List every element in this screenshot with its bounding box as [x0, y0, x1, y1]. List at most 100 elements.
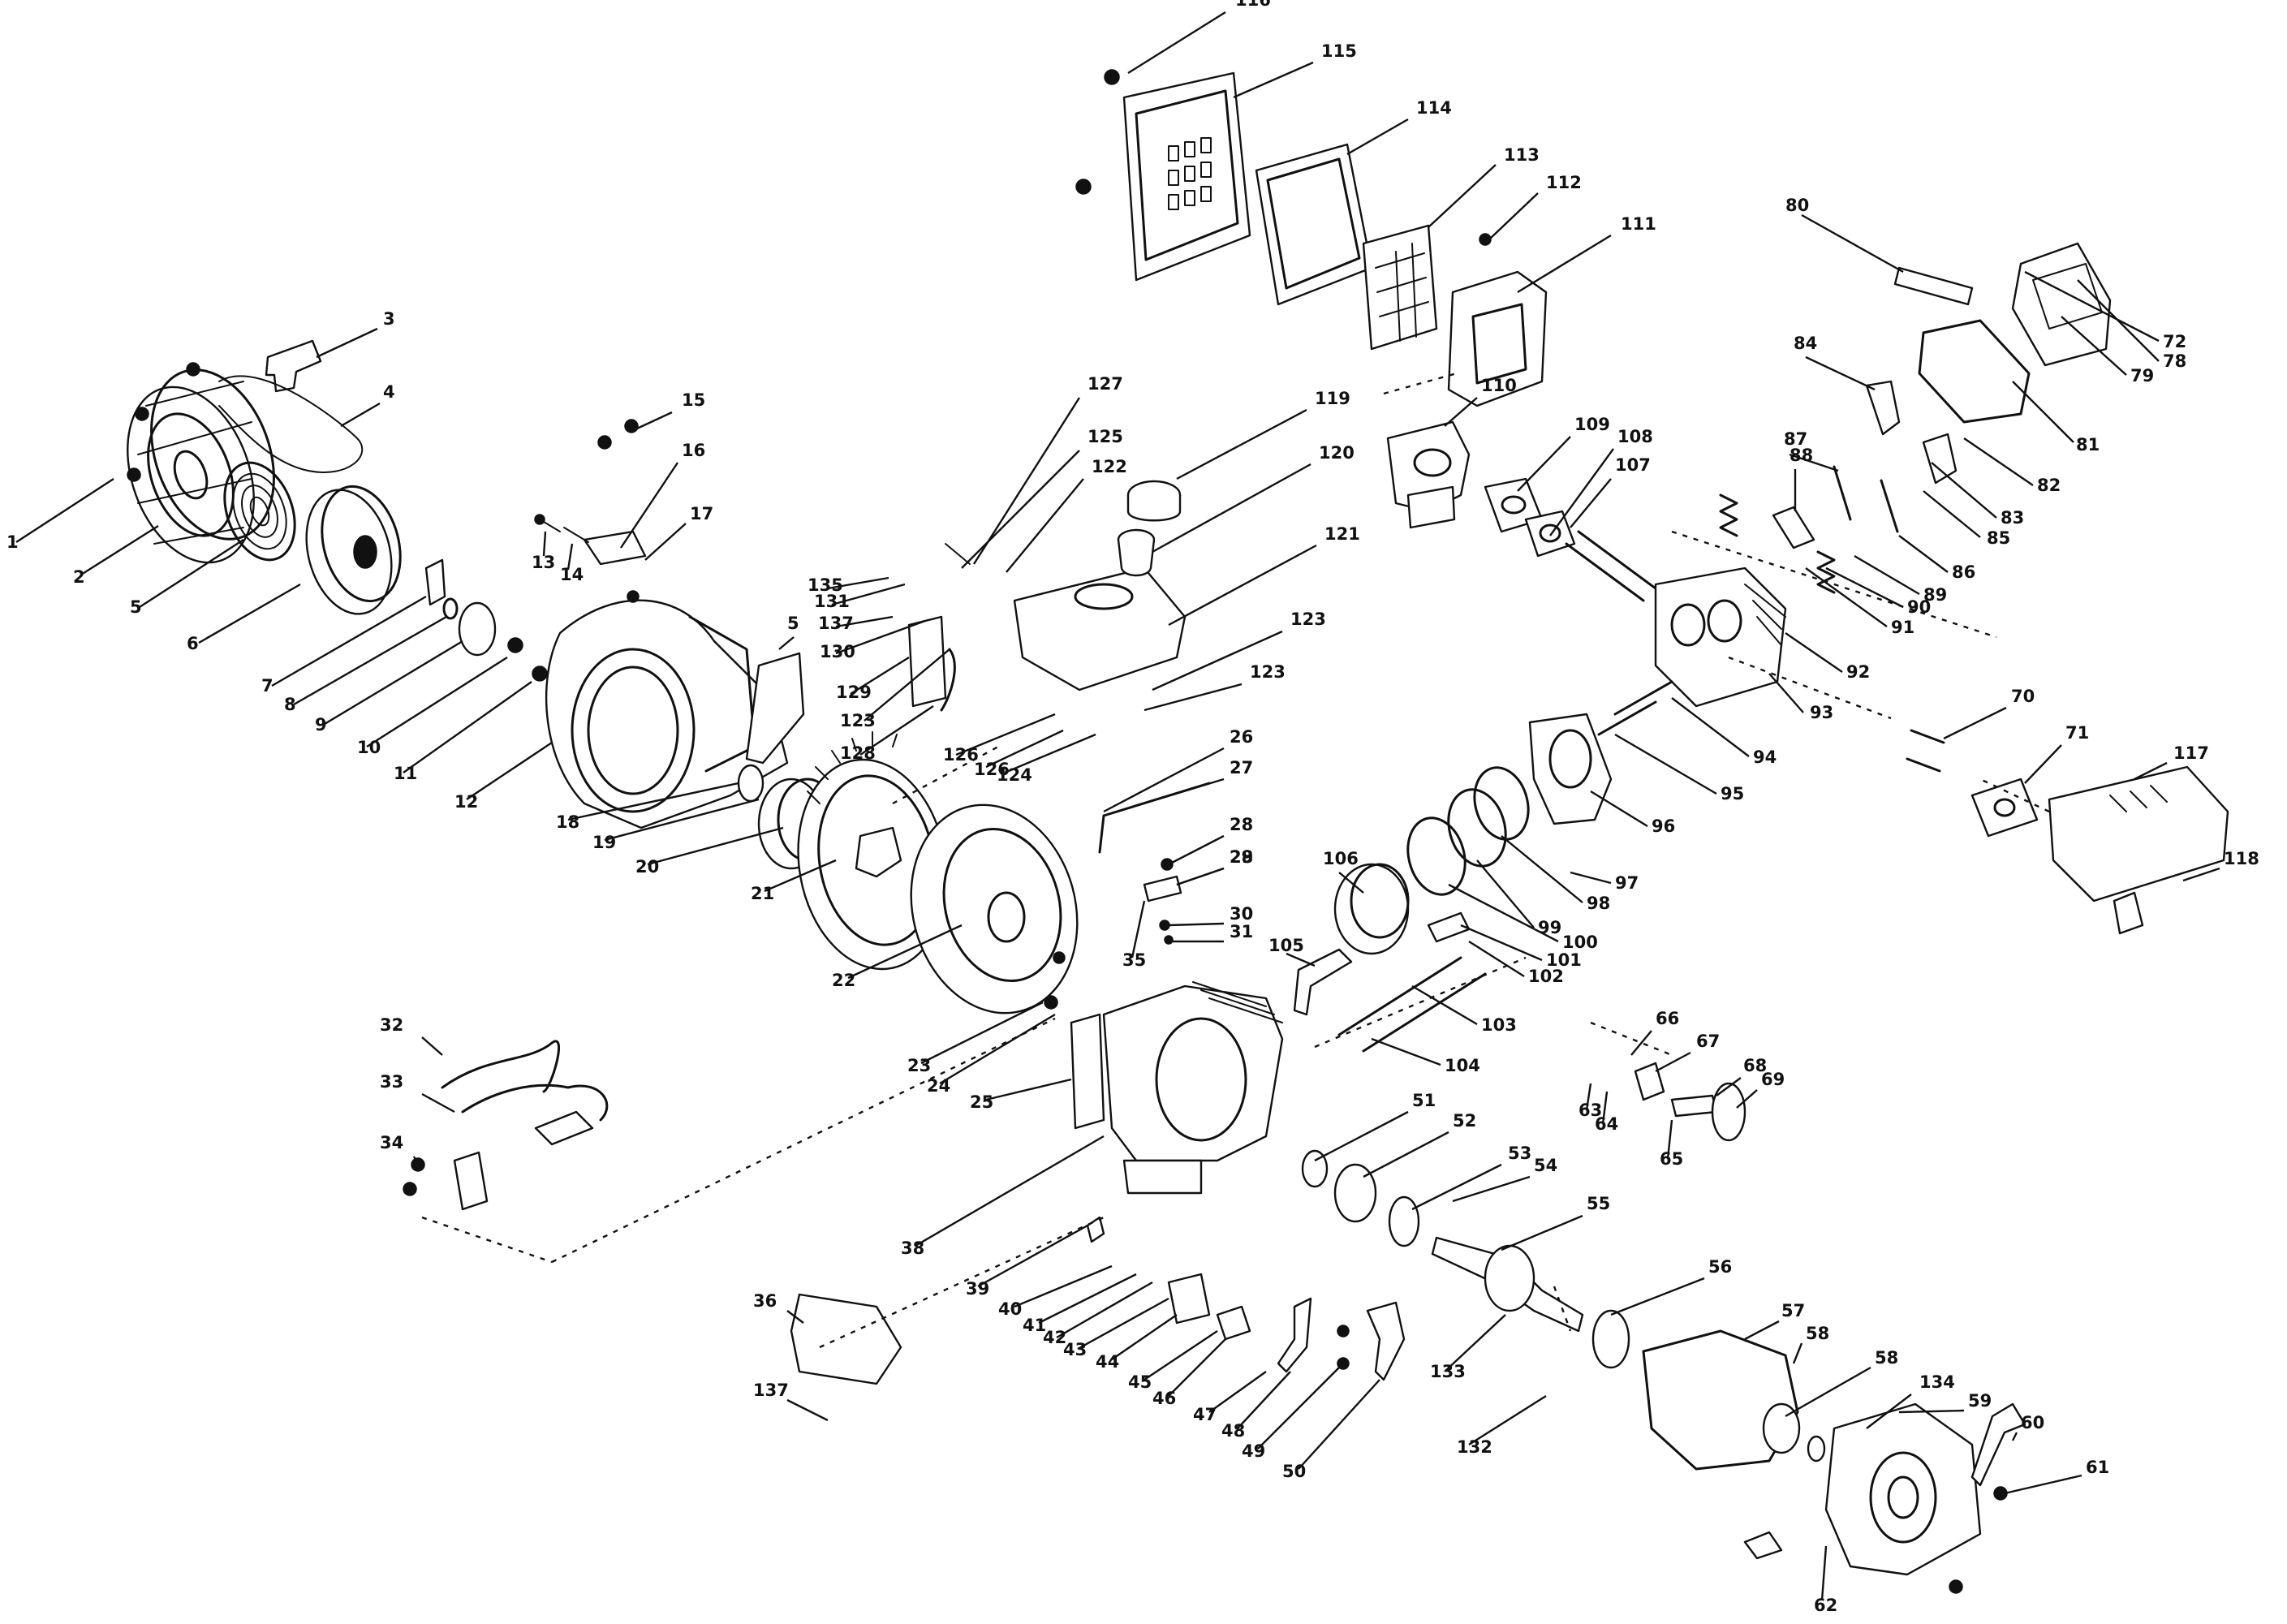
callout-number: 128 [840, 743, 876, 763]
piston-drawing [1333, 863, 1410, 955]
callout-leader-line [1411, 1163, 1502, 1211]
callout-number: 44 [1096, 1352, 1119, 1372]
callout-61: 61 [2004, 1458, 2109, 1495]
callout-28: 28 [1168, 815, 1253, 866]
callout-leader-line [567, 782, 739, 821]
callout-labels: 1234567891011121314151617181920212223242… [6, 0, 2259, 1615]
callout-leader-line [1298, 1379, 1380, 1470]
callout-number: 52 [1453, 1111, 1476, 1131]
callout-36: 36 [753, 1291, 804, 1324]
callout-number: 62 [1814, 1596, 1837, 1615]
stud-drawing [1906, 729, 1945, 773]
callout-82: 82 [1963, 437, 2061, 495]
air-cleaner-elbow-drawing [1447, 270, 1548, 407]
callout-number: 87 [1784, 429, 1807, 449]
callout-8: 8 [284, 615, 447, 714]
callout-number: 64 [1595, 1114, 1618, 1134]
callout-120: 120 [1152, 443, 1355, 554]
callout-leader-line [1655, 1051, 1691, 1073]
callout-leader-line [1004, 733, 1096, 774]
callout-leader-line [1820, 1545, 1828, 1601]
callout-leader-line [1517, 436, 1571, 492]
callout-leader-line [1176, 408, 1307, 480]
fuel-tank-bolt-drawing [945, 543, 971, 565]
piston-ring-drawing [1473, 766, 1530, 841]
callout-leader-line [1785, 1366, 1871, 1418]
valve-drawing [1597, 680, 1673, 736]
callout-leader-line [604, 798, 760, 842]
callout-leader-line [1501, 835, 1583, 903]
callout-leader-line [2077, 279, 2160, 362]
callout-leader-line [1168, 922, 1225, 927]
callout-98: 98 [1501, 835, 1610, 913]
callout-number: 110 [1481, 376, 1517, 395]
callout-129: 129 [836, 656, 910, 702]
callout-leader-line [1111, 1314, 1178, 1360]
callout-leader-line [636, 411, 673, 430]
governor-arm-drawing [1143, 875, 1182, 902]
callout-number: 124 [997, 765, 1032, 785]
ignition-coil-drawing [461, 1083, 609, 1122]
callout-number: 131 [814, 592, 850, 611]
callout-number: 115 [1321, 41, 1357, 61]
callout-number: 78 [2163, 351, 2186, 371]
callout-number: 67 [1696, 1032, 1720, 1051]
callout-110: 110 [1444, 376, 1517, 427]
callout-103: 103 [1411, 984, 1517, 1035]
callout-46: 46 [1152, 1338, 1226, 1408]
callout-124: 124 [997, 733, 1096, 785]
piston-pin-drawing [1427, 911, 1471, 943]
callout-123: 123 [840, 648, 950, 730]
callout-leader-line [1854, 554, 1920, 596]
callout-126: 126 [974, 729, 1064, 779]
callout-56: 56 [1610, 1257, 1732, 1316]
callout-leader-line [1805, 567, 1888, 627]
callout-number: 132 [1457, 1437, 1492, 1457]
rocker-arm-drawing [1922, 433, 1958, 485]
callout-leader-line [271, 595, 427, 687]
callout-35: 35 [1122, 900, 1146, 970]
rocker-cover-drawing [2011, 242, 2112, 367]
bolt-drawing [627, 590, 640, 603]
camshaft-gear-drawing [1591, 1309, 1630, 1369]
callout-number: 93 [1810, 703, 1833, 722]
bolt-drawing [534, 514, 545, 525]
callout-leader-line [1549, 448, 1614, 536]
callout-number: 58 [1806, 1324, 1829, 1343]
callout-number: 107 [1615, 455, 1651, 475]
callout-leader-line [324, 640, 463, 726]
callout-43: 43 [1063, 1297, 1169, 1359]
callout-38: 38 [901, 1135, 1105, 1258]
callout-80: 80 [1785, 196, 1904, 274]
callout-leader-line [1233, 61, 1314, 99]
callout-leader-line [1805, 355, 1876, 391]
callout-leader-line [542, 531, 547, 557]
callout-leader-line [1923, 490, 1981, 538]
callout-90: 90 [1825, 566, 1931, 617]
callout-64: 64 [1595, 1091, 1618, 1134]
callout-93: 93 [1768, 673, 1833, 722]
callout-leader-line [1144, 1330, 1218, 1381]
callout-number: 49 [1242, 1441, 1265, 1461]
callout-105: 105 [1268, 936, 1316, 967]
nut-drawing [1161, 858, 1174, 871]
callout-number: 5 [130, 597, 142, 617]
callout-number: 16 [682, 441, 705, 460]
connecting-rod-drawing [1293, 948, 1353, 1016]
callout-number: 14 [560, 565, 584, 584]
fan-housing-drawing [545, 599, 805, 829]
callout-29: 29 [1176, 847, 1253, 886]
callout-109: 109 [1517, 415, 1610, 492]
callout-leader-line [985, 1078, 1072, 1101]
callout-number: 127 [1088, 374, 1123, 394]
callout-leader-line [778, 636, 795, 650]
callout-number: 111 [1621, 214, 1656, 234]
air-cleaner-cover-drawing [1122, 71, 1251, 282]
callout-number: 36 [753, 1291, 777, 1311]
callout-2: 2 [73, 524, 159, 587]
callout-45: 45 [1128, 1330, 1218, 1392]
callout-47: 47 [1193, 1371, 1267, 1424]
callout-59: 59 [1898, 1391, 1992, 1414]
callout-number: 41 [1023, 1316, 1046, 1335]
callout-86: 86 [1898, 535, 1975, 582]
